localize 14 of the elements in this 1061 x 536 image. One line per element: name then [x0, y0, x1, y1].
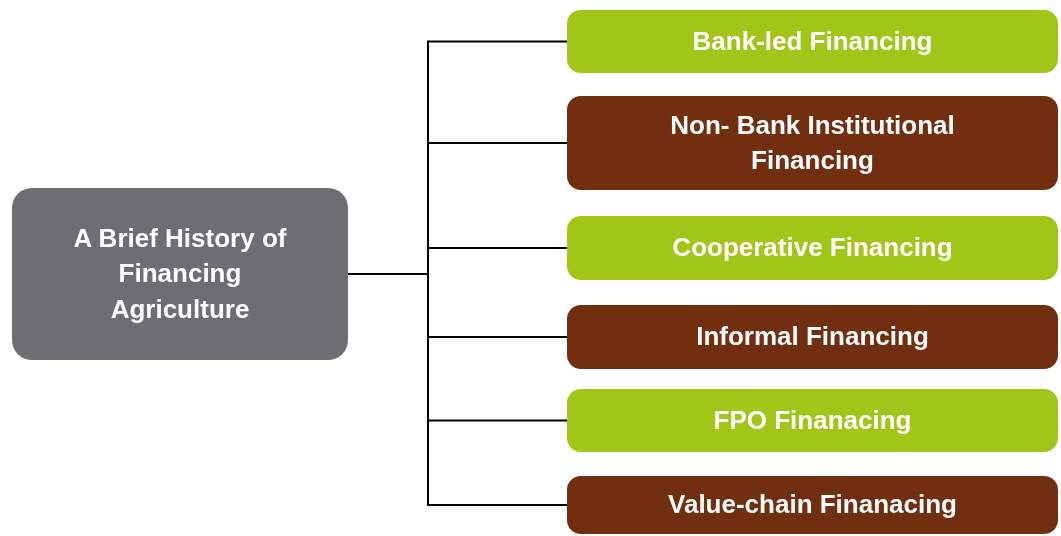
topic-box: [12, 188, 348, 360]
box-label: Cooperative Financing: [672, 231, 953, 265]
category-box: [567, 389, 1058, 452]
category-box: [567, 305, 1058, 369]
category-box: [567, 476, 1058, 534]
box-label: FPO Finanacing: [713, 403, 912, 437]
box-label: Informal Financing: [696, 320, 929, 354]
box-label: Bank-led Financing: [692, 24, 933, 58]
category-box: [567, 96, 1058, 190]
category-box: [567, 10, 1058, 73]
category-box: [567, 216, 1058, 280]
box-label: Non- Bank Institutional Financing: [669, 108, 956, 177]
box-label: A Brief History of Financing Agriculture: [72, 222, 288, 326]
box-label: Value-chain Finanacing: [668, 488, 957, 522]
